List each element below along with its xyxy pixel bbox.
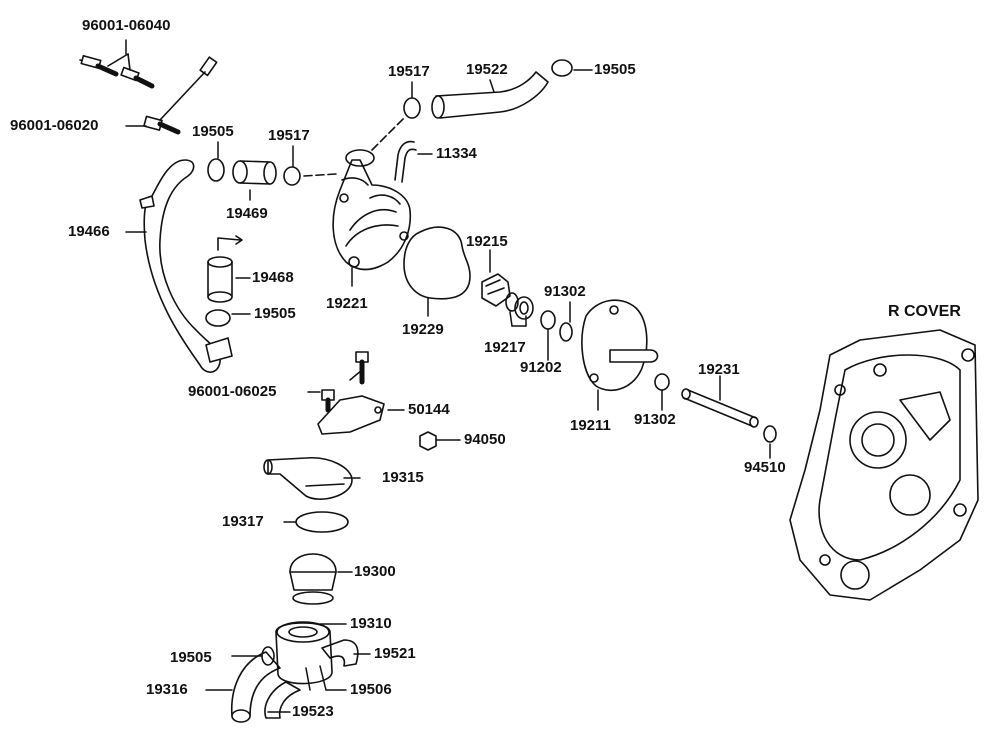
label-19217: 19217 (484, 339, 526, 356)
impeller-19215 (481, 273, 511, 307)
label-19517-b: 19517 (388, 63, 430, 80)
label-19517-a: 19517 (268, 127, 310, 144)
clamp-19505-bottom (261, 646, 275, 666)
label-19315: 19315 (382, 469, 424, 486)
label-19521: 19521 (374, 645, 416, 662)
hose-19521 (321, 639, 359, 667)
label-r-cover: R COVER (888, 303, 961, 320)
label-19505-b: 19505 (254, 305, 296, 322)
oring-91202 (540, 310, 556, 330)
hose-19469 (232, 160, 277, 185)
label-11334: 11334 (436, 145, 477, 162)
oring-91302-a (559, 322, 573, 342)
label-19316: 19316 (146, 681, 188, 698)
shaft-19231 (681, 388, 759, 428)
thermostat-cover-19315 (263, 457, 353, 500)
r-cover-housing (789, 329, 979, 601)
clamp-19517-left (283, 166, 301, 186)
label-91302-a: 91302 (544, 283, 586, 300)
housing-19310 (275, 621, 333, 685)
seal-19217 (505, 292, 534, 320)
label-19221: 19221 (326, 295, 368, 312)
label-19310: 19310 (350, 615, 392, 632)
label-94050: 94050 (464, 431, 506, 448)
washer-94510 (763, 425, 777, 443)
hose-19523 (264, 681, 301, 719)
clamp-19505-left (207, 158, 225, 182)
thermostat-19300 (289, 553, 337, 605)
label-19231: 19231 (698, 361, 740, 378)
label-91202: 91202 (520, 359, 562, 376)
label-19468: 19468 (252, 269, 294, 286)
bolt-96001-06040-group (79, 53, 155, 89)
label-19317: 19317 (222, 513, 264, 530)
label-19523: 19523 (292, 703, 334, 720)
label-19300: 19300 (354, 563, 396, 580)
bolt-96001-06025-group (321, 351, 369, 413)
label-19505-d: 19505 (170, 649, 212, 666)
label-19505-c: 19505 (594, 61, 636, 78)
pump-body-19221 (332, 149, 412, 271)
label-94510: 94510 (744, 459, 786, 476)
label-19522: 19522 (466, 61, 508, 78)
bolt-96001-06020-group (143, 56, 218, 135)
label-96001-06020: 96001-06020 (10, 117, 99, 134)
gasket-19229 (403, 226, 471, 300)
label-19505-a: 19505 (192, 123, 234, 140)
hose-19466 (143, 159, 221, 373)
bracket-50144 (317, 395, 385, 435)
nut-94050 (419, 431, 437, 451)
clamp-19505-top (551, 59, 573, 77)
label-19466: 19466 (68, 223, 110, 240)
oring-19317 (295, 511, 349, 533)
label-19211: 19211 (570, 417, 611, 434)
clamp-19517-upper (403, 97, 421, 119)
label-96001-06025: 96001-06025 (188, 383, 277, 400)
label-19469: 19469 (226, 205, 268, 222)
label-91302-b: 91302 (634, 411, 676, 428)
leader-lines (125, 39, 771, 713)
pump-cover-19211 (581, 299, 659, 392)
clamp-19505-mid (205, 309, 231, 327)
label-19229: 19229 (402, 321, 444, 338)
pipe-11334 (394, 140, 417, 183)
label-19506: 19506 (350, 681, 392, 698)
hose-19468 (207, 235, 243, 303)
label-50144: 50144 (408, 401, 450, 418)
label-96001-06040: 96001-06040 (82, 17, 171, 34)
oring-91302-b (654, 373, 670, 391)
label-19215: 19215 (466, 233, 508, 250)
hose-19522 (435, 71, 549, 119)
